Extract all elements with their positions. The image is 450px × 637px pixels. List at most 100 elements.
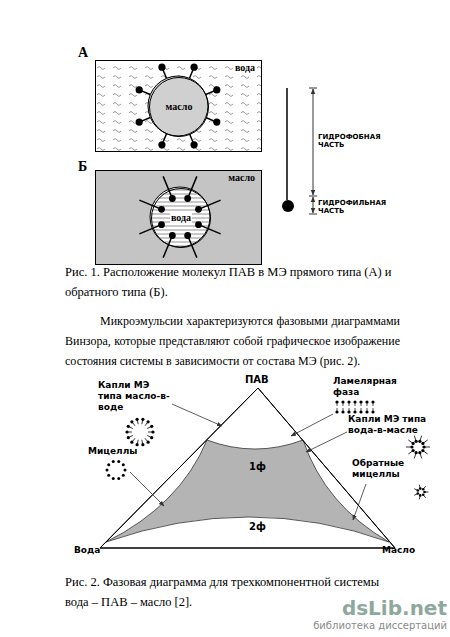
surfactant-head [184, 195, 191, 202]
surfactant-tail [139, 225, 161, 234]
surfactant-head [158, 206, 165, 213]
surfactant-head [169, 232, 176, 239]
surfactant-head [195, 206, 202, 213]
water-region: вода масло [95, 60, 262, 152]
icon-head [136, 418, 139, 421]
surfactant-tail [198, 225, 220, 234]
hydrophilic-head [282, 200, 294, 212]
icon-head [130, 441, 133, 444]
figure-caption: Рис. 1. Расположение молекул ПАВ в МЭ пр… [65, 262, 400, 302]
icon-head [112, 477, 115, 480]
part-label: ГИДРОФОБНАЯ ЧАСТЬ [318, 133, 390, 149]
leader-arrow [291, 414, 333, 436]
surfactant-head [158, 141, 165, 148]
icon-head [117, 460, 120, 463]
icon-head [147, 420, 150, 423]
icon-head [141, 443, 144, 446]
surfactant-head [190, 64, 197, 71]
vertex-label: Масло [382, 545, 415, 556]
surfactant-tail [163, 176, 172, 198]
phase-label: Капли МЭ типа масло-в-воде [98, 380, 176, 413]
icon-head [422, 445, 425, 448]
figure-letter: Б [78, 158, 87, 175]
leader-arrow [353, 484, 366, 520]
surfactant-ring [139, 176, 220, 257]
icon-head [130, 420, 133, 423]
icon-head [147, 441, 150, 444]
icon-head [418, 440, 421, 443]
lamella-tail [355, 403, 356, 406]
lamella-tail [337, 403, 338, 406]
surfactant-head [158, 64, 165, 71]
phase-label: Мицеллы [88, 446, 137, 457]
surfactant-head [136, 86, 143, 93]
icon-head [419, 494, 422, 497]
oil-region: масло вода [95, 170, 262, 265]
region-label: 1ф [249, 461, 266, 473]
water-waves [95, 60, 262, 152]
icon-head [107, 463, 110, 466]
region-label: масло [165, 101, 194, 113]
icon-head [107, 474, 110, 477]
region-label: вода [170, 212, 192, 224]
icon-head [127, 425, 130, 428]
icon-head [112, 460, 115, 463]
surfactant-tail [163, 235, 172, 257]
leader-arrow [130, 472, 164, 506]
dimension-tick [309, 214, 317, 215]
dimension-tick [309, 196, 317, 197]
surfactant-head [213, 118, 220, 125]
surfactant-head [184, 232, 191, 239]
water-texture [150, 187, 210, 247]
region-label: 2ф [249, 521, 266, 533]
vertex-label: ПАВ [245, 374, 269, 386]
lamella-tail [373, 408, 374, 411]
icon-head [150, 425, 153, 428]
icon-head [421, 449, 424, 452]
surfactant-head [158, 221, 165, 228]
watermark: библиотека диссертаций [313, 620, 447, 632]
region-label: масло [227, 172, 256, 184]
lamella-tail [361, 403, 362, 406]
lamella-tail [343, 408, 344, 411]
phase-label: Капли МЭ типа вода-в-масле [348, 414, 440, 436]
region-label: вода [234, 62, 256, 74]
phase-label: Обратные мицеллы [352, 458, 414, 480]
surfactant-head [213, 86, 220, 93]
icon-head [125, 430, 128, 433]
leader-arrow [306, 432, 347, 452]
surfactant-ring [136, 64, 221, 149]
icon-head [136, 443, 139, 446]
icon-head [106, 469, 109, 472]
lamella-tail [349, 408, 350, 411]
figure-letter: А [78, 44, 88, 61]
phase-triangle [100, 388, 395, 548]
body-paragraph: Микроэмульсии характеризуются фазовыми д… [65, 311, 400, 371]
water-ground [95, 60, 262, 152]
icon-head [423, 491, 426, 494]
phase-label: Ламелярная фаза [333, 376, 395, 398]
surfactant-tail [188, 176, 197, 198]
lamella-tail [367, 408, 368, 411]
icon-head [418, 451, 421, 454]
part-label: ГИДРОФИЛЬНАЯ ЧАСТЬ [318, 199, 390, 215]
icon-head [124, 469, 127, 472]
leader-arrow [172, 404, 222, 426]
lamella-tail [349, 403, 350, 406]
water-droplet-node: вода [151, 188, 211, 248]
surfactant-head [195, 221, 202, 228]
icon-head [410, 445, 413, 448]
icon-head [122, 463, 125, 466]
icon-head [122, 474, 125, 477]
surfactant-tail [198, 200, 220, 209]
phase-triangle-outline [100, 388, 395, 548]
lamella-tail [337, 408, 338, 411]
water-droplet [150, 187, 210, 247]
icon-head [141, 418, 144, 421]
dimension-line [313, 197, 314, 213]
hydrophobic-tail [286, 88, 288, 200]
icon-head [419, 487, 422, 490]
surfactant-head [169, 195, 176, 202]
vertex-label: Вода [74, 545, 100, 556]
